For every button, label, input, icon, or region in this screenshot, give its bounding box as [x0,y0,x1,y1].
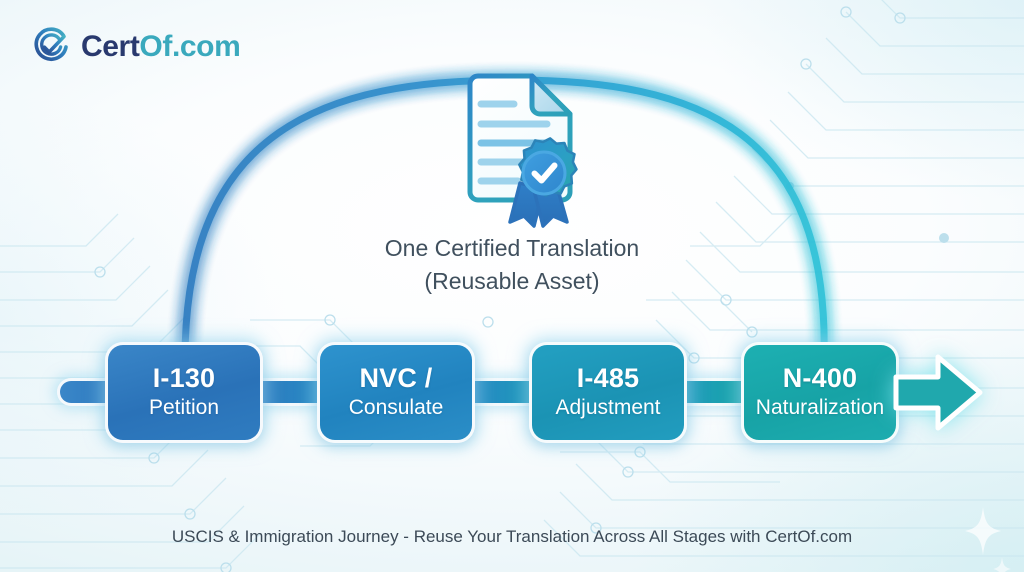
connector-stub-left [57,378,109,406]
flow-stage-code: I-485 [576,363,640,394]
hero-caption-line2: (Reusable Asset) [424,267,600,294]
flow-stage-label: Naturalization [755,395,885,419]
connector-stage3-stage4 [683,378,745,406]
flow-stage-i485[interactable]: I-485 Adjustment [529,342,687,443]
brand-name-part3: .com [171,30,241,63]
flow-stage-nvc[interactable]: NVC / Consulate [317,342,475,443]
flow-stage-code: NVC / [359,363,433,394]
flow-stage-n400[interactable]: N-400 Naturalization [741,342,899,443]
hero-caption-line1: One Certified Translation [384,235,640,261]
arrow-right-icon [893,354,983,431]
brand-wordmark: CertOf.com [81,30,241,64]
connector-stage2-stage3 [471,378,533,406]
brand-logo[interactable]: CertOf.com [30,26,241,68]
circle-check-logo-icon [34,27,68,61]
flow-stage-label: Consulate [348,395,444,419]
hero-caption: One Certified Translation (Reusable Asse… [0,232,1024,297]
flow-stage-label: Adjustment [555,395,661,419]
flow-stage-i130[interactable]: I-130 Petition [105,342,263,443]
flow-stage-code: I-130 [152,363,216,394]
certified-seal-badge [518,137,578,197]
brand-name-part2: Of [139,30,172,63]
connector-stage1-stage2 [259,378,321,406]
brand-name-part1: Cert [81,30,140,63]
footer-caption: USCIS & Immigration Journey - Reuse Your… [171,527,853,546]
flow-stage-label: Petition [148,395,220,419]
flow-stage-code: N-400 [782,363,858,394]
